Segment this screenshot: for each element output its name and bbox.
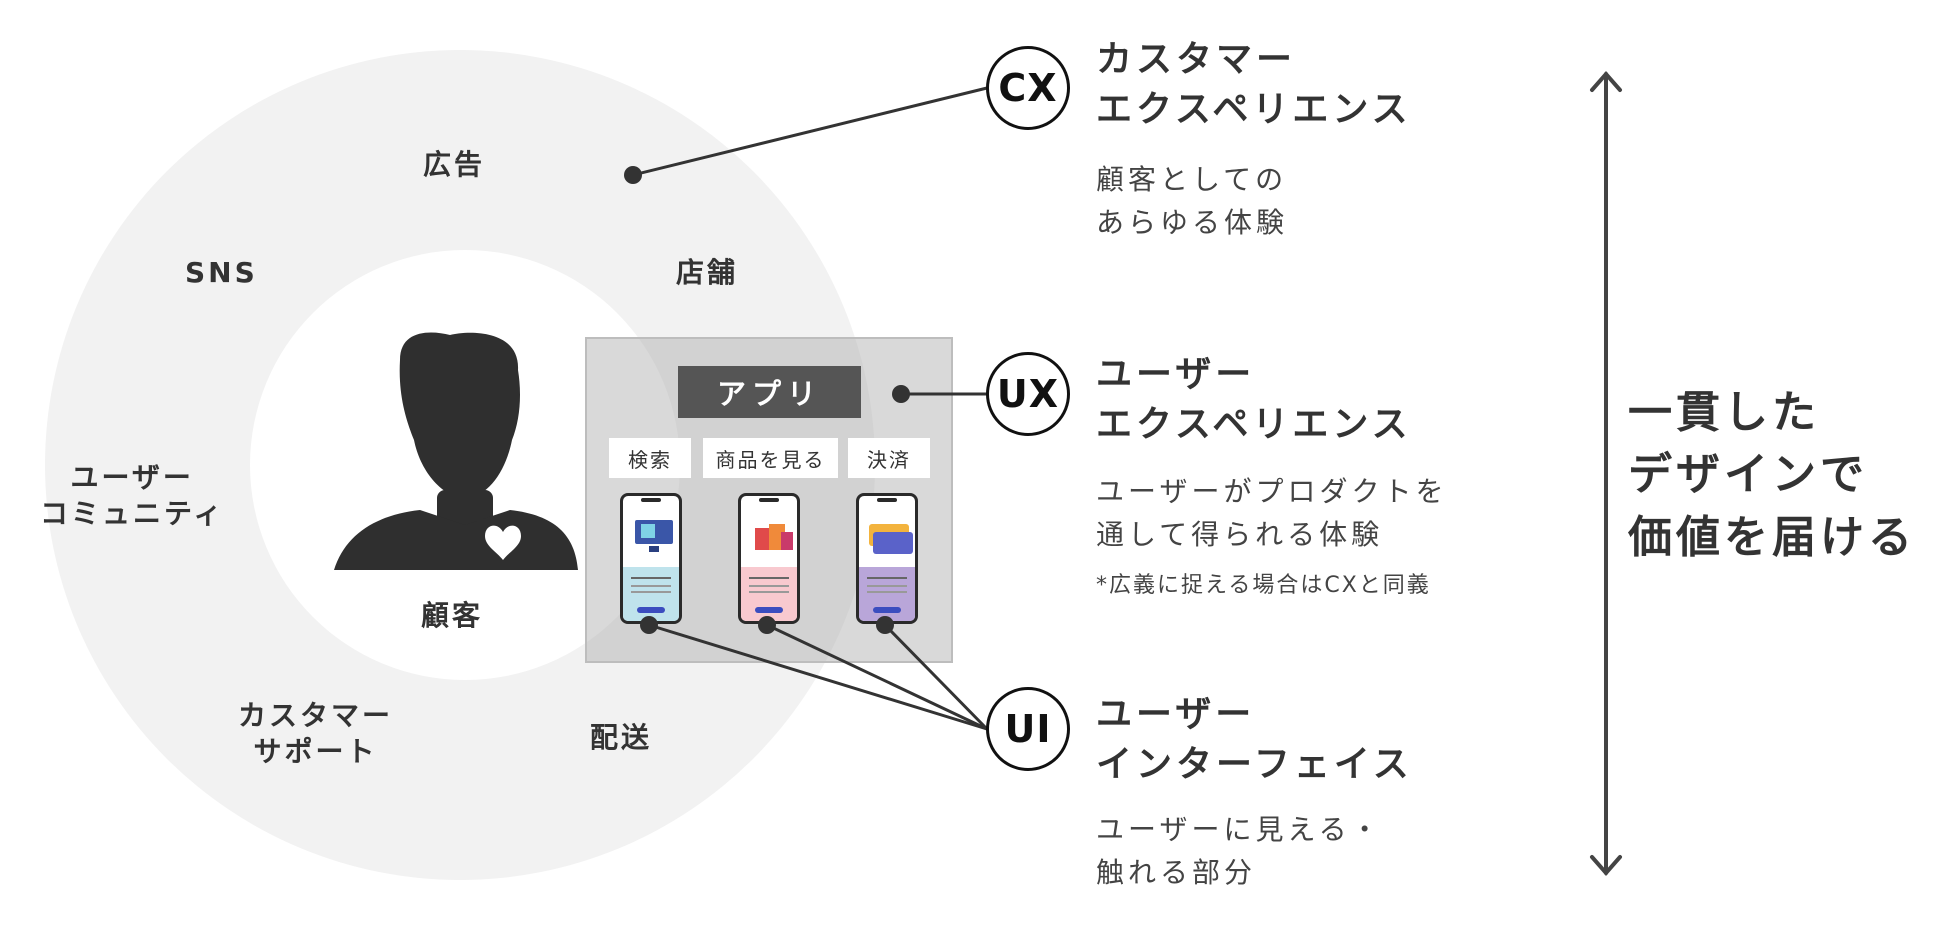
- ui-badge: UI: [986, 687, 1070, 771]
- label-customer-support-line2: サポート: [253, 735, 378, 769]
- cx-heading: カスタマー エクスペリエンス: [1096, 35, 1412, 136]
- ux-heading: ユーザー エクスペリエンス: [1096, 350, 1412, 451]
- ui-heading-line2: インターフェイス: [1096, 744, 1413, 786]
- ui-description: ユーザーに見える・ 触れる部分: [1096, 808, 1383, 895]
- side-message-line2: デザインで: [1628, 449, 1868, 501]
- label-ad: 広告: [423, 148, 486, 181]
- label-customer-support-line1: カスタマー: [238, 699, 394, 732]
- cx-description-line1: 顧客としての: [1096, 163, 1288, 196]
- tab-checkout: 決済: [848, 438, 930, 478]
- tab-view-products: 商品を見る: [703, 438, 838, 478]
- label-delivery: 配送: [590, 721, 653, 754]
- ux-badge: UX: [986, 352, 1070, 436]
- label-customer: 顧客: [421, 599, 484, 632]
- vertical-double-arrow-icon: [1590, 70, 1622, 877]
- consistent-design-message: 一貫した デザインで 価値を届ける: [1628, 382, 1916, 569]
- side-message-line1: 一貫した: [1628, 387, 1820, 438]
- side-message-line3: 価値を届ける: [1628, 511, 1916, 563]
- ux-heading-line1: ユーザー: [1096, 354, 1256, 395]
- phone-products: [738, 493, 800, 624]
- ui-heading: ユーザー インターフェイス: [1096, 690, 1413, 791]
- label-customer-support: カスタマー サポート: [238, 698, 393, 771]
- ui-heading-line1: ユーザー: [1096, 694, 1256, 735]
- credit-card-illustration-icon: [863, 510, 913, 560]
- phone-search: [620, 493, 682, 624]
- cx-description: 顧客としての あらゆる体験: [1096, 158, 1288, 245]
- label-user-community-line1: ユーザー: [70, 461, 194, 494]
- ux-note: *広義に捉える場合はCXと同義: [1096, 573, 1431, 598]
- tab-search: 検索: [609, 438, 691, 478]
- phone-checkout: [856, 493, 918, 624]
- cx-heading-line1: カスタマー: [1096, 39, 1297, 80]
- label-store: 店舗: [676, 256, 739, 289]
- cx-badge: CX: [986, 46, 1070, 130]
- cx-heading-line2: エクスペリエンス: [1096, 89, 1412, 131]
- ux-description-line1: ユーザーがプロダクトを: [1096, 475, 1448, 508]
- ux-description: ユーザーがプロダクトを 通して得られる体験: [1096, 470, 1447, 557]
- monitor-illustration-icon: [627, 510, 675, 560]
- app-title: アプリ: [678, 366, 861, 418]
- shopping-bags-illustration-icon: [745, 510, 793, 560]
- label-user-community-line2: コミュニティ: [40, 497, 225, 531]
- ui-description-line1: ユーザーに見える・: [1096, 813, 1383, 846]
- ux-heading-line2: エクスペリエンス: [1096, 404, 1412, 446]
- label-user-community: ユーザー コミュニティ: [40, 460, 224, 533]
- ux-description-line2: 通して得られる体験: [1096, 518, 1384, 552]
- ui-description-line2: 触れる部分: [1096, 856, 1257, 890]
- cx-description-line2: あらゆる体験: [1096, 206, 1289, 240]
- label-sns: SNS: [185, 256, 258, 289]
